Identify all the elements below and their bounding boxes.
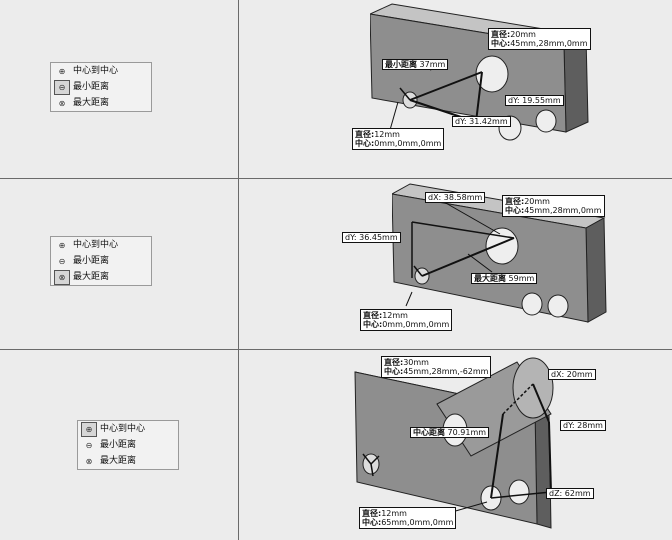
row-divider — [0, 349, 672, 350]
dimension-value: dY: 28mm — [563, 421, 603, 430]
dimension-label: 直径: — [362, 509, 382, 518]
min-distance-icon: ⊖ — [54, 80, 70, 95]
dimension-label: 直径: — [355, 130, 375, 139]
menu-item-label: 最小距离 — [100, 440, 137, 450]
min-distance-icon: ⊖ — [85, 441, 93, 450]
center-to-center-icon: ⊕ — [58, 67, 66, 76]
dimension-value: dY: 19.55mm — [508, 96, 561, 105]
menu-item-max-distance[interactable]: ⊗最大距离 — [51, 269, 151, 285]
diameter-center-callout: 直径:12mm 中心:0mm,0mm,0mm — [360, 309, 453, 331]
menu-item-label: 最大距离 — [100, 456, 137, 466]
plate-cylinder-model-3 — [354, 357, 554, 529]
dimension-label: 直径: — [505, 197, 525, 206]
dimension-value: dX: 20mm — [551, 370, 593, 379]
dimension-value: 20mm — [510, 30, 536, 39]
dimension-label: 中心: — [363, 320, 383, 329]
menu-item-center-to-center[interactable]: ⊕ 中心到中心 — [51, 63, 151, 79]
dimension-label: 中心: — [355, 139, 375, 148]
dimension-value: dX: 38.58mm — [428, 193, 483, 202]
dimension-value: 37mm — [419, 60, 446, 69]
dimension-label: 中心: — [362, 518, 382, 527]
menu-item-label: 中心到中心 — [73, 240, 119, 250]
dimension-value: dY: 31.42mm — [455, 117, 508, 126]
delta-y-callout: dY: 19.55mm — [505, 95, 564, 106]
dimension-label: 直径: — [491, 30, 511, 39]
delta-y-callout: dY: 36.45mm — [342, 232, 401, 243]
measure-mode-menu: ⊕中心到中心 ⊖ 最小距离 ⊗ 最大距离 — [77, 420, 179, 470]
row-divider — [0, 178, 672, 179]
dimension-value: 12mm — [382, 311, 408, 320]
menu-item-label: 最小距离 — [73, 256, 110, 266]
dimension-value: dZ: 62mm — [549, 489, 591, 498]
menu-item-label: 最小距离 — [73, 82, 110, 92]
min-distance-icon: ⊖ — [58, 257, 66, 266]
delta-y-callout: dY: 31.42mm — [452, 116, 511, 127]
min-distance-callout: 最小距离 37mm — [382, 59, 449, 70]
column-divider — [238, 0, 239, 540]
dimension-value: dY: 36.45mm — [345, 233, 398, 242]
menu-item-max-distance[interactable]: ⊗ 最大距离 — [78, 453, 178, 469]
menu-item-min-distance[interactable]: ⊖最小距离 — [51, 79, 151, 95]
center-to-center-icon: ⊕ — [58, 241, 66, 250]
dimension-value: 30mm — [403, 358, 429, 367]
menu-item-min-distance[interactable]: ⊖ 最小距离 — [78, 437, 178, 453]
menu-item-center-to-center[interactable]: ⊕ 中心到中心 — [51, 237, 151, 253]
dimension-value: 0mm,0mm,0mm — [382, 320, 450, 329]
dimension-value: 20mm — [524, 197, 550, 206]
menu-item-center-to-center[interactable]: ⊕中心到中心 — [78, 421, 178, 437]
menu-item-label: 中心到中心 — [100, 424, 146, 434]
menu-item-label: 最大距离 — [73, 272, 110, 282]
menu-item-max-distance[interactable]: ⊗ 最大距离 — [51, 95, 151, 111]
dimension-label: 最小距离 — [385, 60, 417, 69]
dimension-value: 12mm — [381, 509, 407, 518]
dimension-value: 45mm,28mm,0mm — [510, 39, 588, 48]
delta-x-callout: dX: 38.58mm — [425, 192, 486, 203]
diameter-center-callout: 直径:20mm 中心:45mm,28mm,0mm — [502, 195, 605, 217]
dimension-value: 65mm,0mm,0mm — [381, 518, 454, 527]
center-to-center-icon: ⊕ — [81, 422, 97, 437]
max-distance-callout: 最大距离 59mm — [471, 273, 538, 284]
dimension-value: 45mm,28mm,-62mm — [403, 367, 489, 376]
max-distance-icon: ⊗ — [54, 270, 70, 285]
delta-x-callout: dX: 20mm — [548, 369, 596, 380]
max-distance-icon: ⊗ — [85, 457, 93, 466]
menu-item-label: 最大距离 — [73, 98, 110, 108]
diameter-center-callout: 直径:12mm 中心:65mm,0mm,0mm — [359, 507, 457, 529]
dimension-label: 直径: — [363, 311, 383, 320]
dimension-label: 最大距离 — [474, 274, 506, 283]
dimension-label: 直径: — [384, 358, 404, 367]
dimension-value: 45mm,28mm,0mm — [524, 206, 602, 215]
dimension-label: 中心: — [505, 206, 525, 215]
dimension-value: 0mm,0mm,0mm — [374, 139, 442, 148]
dimension-label: 中心: — [384, 367, 404, 376]
dimension-label: 中心: — [491, 39, 511, 48]
dimension-label: 中心距离 — [413, 428, 445, 437]
delta-y-callout: dY: 28mm — [560, 420, 606, 431]
dimension-value: 12mm — [374, 130, 400, 139]
menu-item-min-distance[interactable]: ⊖ 最小距离 — [51, 253, 151, 269]
center-distance-callout: 中心距离 70.91mm — [410, 427, 490, 438]
dimension-value: 59mm — [508, 274, 535, 283]
menu-item-label: 中心到中心 — [73, 66, 119, 76]
measure-mode-menu: ⊕ 中心到中心 ⊖最小距离 ⊗ 最大距离 — [50, 62, 152, 112]
delta-z-callout: dZ: 62mm — [546, 488, 594, 499]
dimension-value: 70.91mm — [447, 428, 487, 437]
diameter-center-callout: 直径:20mm 中心:45mm,28mm,0mm — [488, 28, 591, 50]
max-distance-icon: ⊗ — [58, 99, 66, 108]
diameter-center-callout: 直径:12mm 中心:0mm,0mm,0mm — [352, 128, 445, 150]
measure-mode-menu: ⊕ 中心到中心 ⊖ 最小距离 ⊗最大距离 — [50, 236, 152, 286]
diameter-center-callout: 直径:30mm 中心:45mm,28mm,-62mm — [381, 356, 492, 378]
